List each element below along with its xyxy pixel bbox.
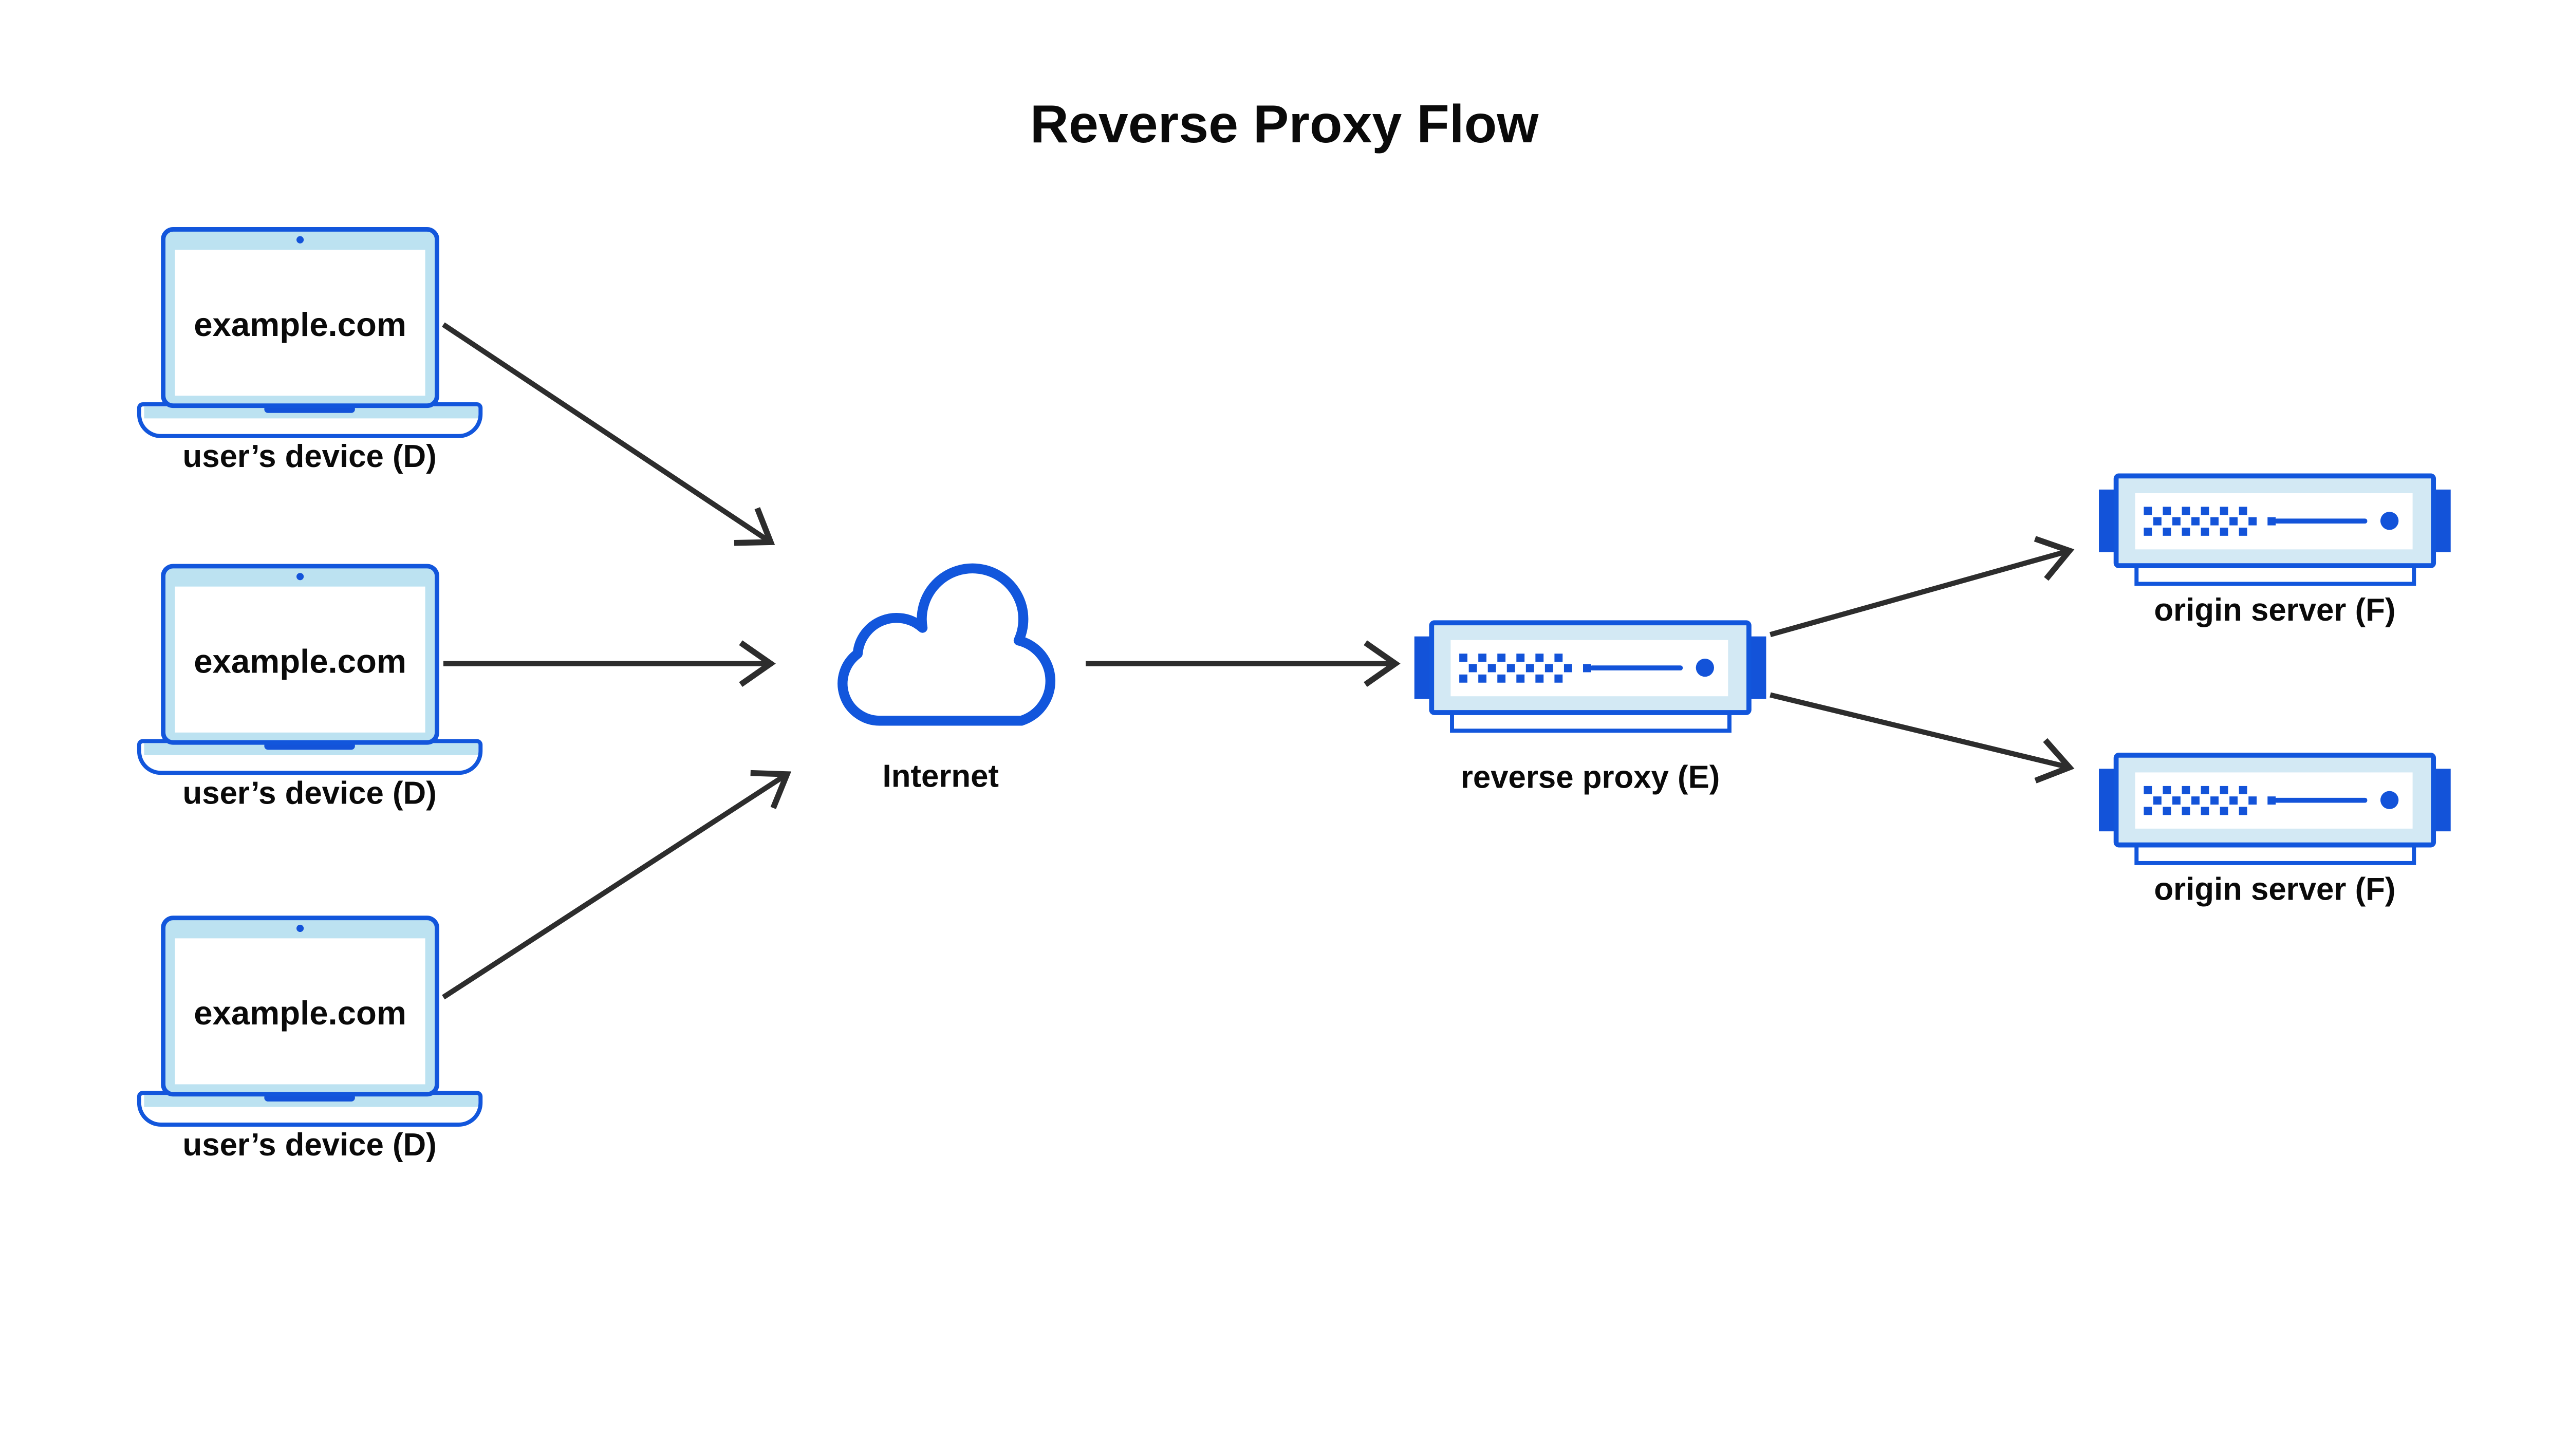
device-screen-url: example.com — [194, 642, 406, 680]
device-label: user’s device (D) — [183, 439, 437, 474]
arrow-device-3-to-internet — [442, 770, 792, 1000]
server-icon — [2099, 476, 2451, 584]
edges — [442, 322, 2075, 1000]
reverse-proxy-node: reverse proxy (E) — [1414, 623, 1766, 795]
arrow-device-1-to-internet — [442, 322, 775, 546]
diagram-title: Reverse Proxy Flow — [1030, 95, 1539, 154]
user-device-3: example.com user’s device (D) — [139, 918, 480, 1163]
origin-server-label: origin server (F) — [2154, 871, 2395, 907]
server-icon — [2099, 755, 2451, 863]
device-label: user’s device (D) — [183, 775, 437, 811]
diagram-page: Reverse Proxy Flow example.com user’s de… — [137, 95, 2453, 1163]
arrow-reverse-proxy-to-origin-1 — [1770, 536, 2075, 638]
reverse-proxy-flow-diagram: Reverse Proxy Flow example.com user’s de… — [137, 95, 2453, 1163]
internet-node: Internet — [837, 563, 1056, 794]
cloud-icon — [837, 563, 1056, 726]
device-screen-url: example.com — [194, 994, 406, 1032]
internet-label: Internet — [883, 759, 999, 794]
user-device-2: example.com user’s device (D) — [139, 566, 480, 811]
reverse-proxy-label: reverse proxy (E) — [1461, 759, 1720, 795]
device-label: user’s device (D) — [183, 1127, 437, 1163]
device-screen-url: example.com — [194, 306, 406, 343]
origin-server-label: origin server (F) — [2154, 592, 2395, 628]
user-device-1: example.com user’s device (D) — [139, 229, 480, 474]
arrow-reverse-proxy-to-origin-2 — [1770, 692, 2075, 783]
origin-server-2: origin server (F) — [2099, 755, 2451, 907]
origin-server-1: origin server (F) — [2099, 476, 2451, 628]
server-icon — [1414, 623, 1766, 731]
